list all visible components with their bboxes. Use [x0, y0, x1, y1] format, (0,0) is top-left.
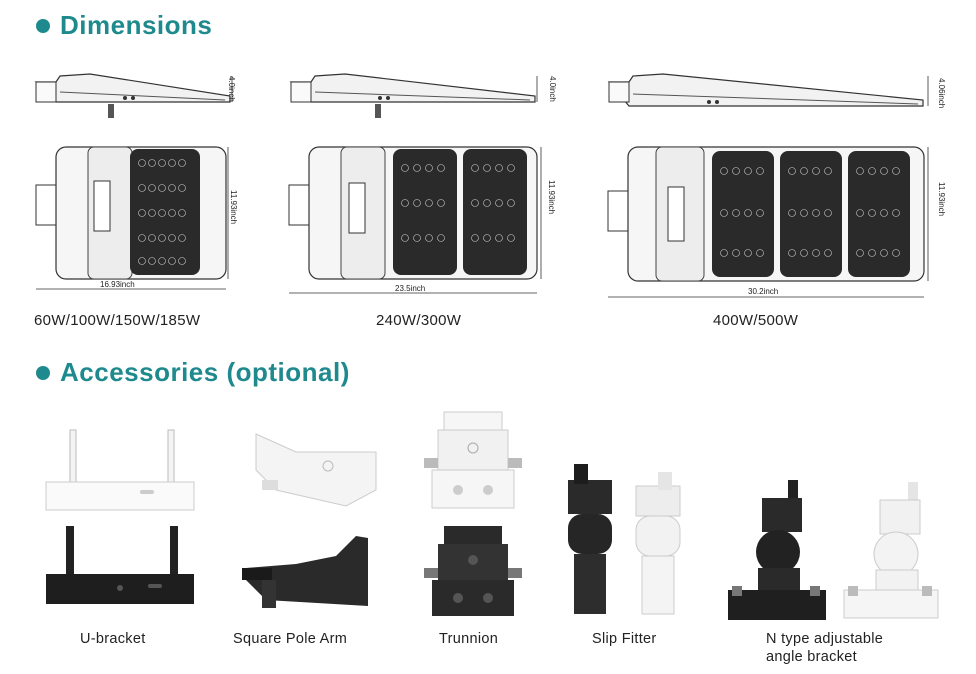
dimensions-title: Dimensions: [60, 10, 213, 40]
accessories-heading: Accessories (optional): [36, 357, 350, 388]
u-bracket-image: [45, 429, 195, 604]
model-1-caption: 60W/100W/150W/185W: [34, 312, 201, 329]
model-2-width-dim: 23.5inch: [395, 284, 426, 293]
bullet-icon: [36, 18, 50, 33]
model-1-side-view: [34, 73, 233, 118]
square-pole-arm-image: [242, 433, 377, 608]
n-type-bracket-image: [728, 480, 939, 620]
accessories-title: Accessories (optional): [60, 357, 350, 387]
model-2-caption: 240W/300W: [376, 312, 462, 329]
model-1-depth-dim: 11.93inch: [229, 190, 238, 225]
model-2-side-view: [289, 73, 538, 118]
u-bracket-label: U-bracket: [80, 631, 146, 647]
n-type-bracket-label-line1: N type adjustable: [766, 631, 884, 647]
model-3-top-view: [607, 146, 929, 298]
n-type-bracket-label: N type adjustable angle bracket: [766, 630, 883, 666]
model-3-height-dim: 4.06inch: [937, 78, 946, 109]
slip-fitter-image: [568, 464, 681, 615]
model-2-top-view: [288, 146, 542, 294]
model-3-caption: 400W/500W: [713, 312, 799, 329]
model-3-depth-dim: 11.93inch: [937, 182, 946, 217]
model-1-top-view: [35, 146, 229, 290]
square-pole-arm-label: Square Pole Arm: [233, 631, 348, 647]
model-1-height-dim: 4.0inch: [227, 76, 236, 102]
dimensions-heading: Dimensions: [36, 10, 212, 41]
model-3-width-dim: 30.2inch: [748, 287, 779, 296]
model-2-height-dim: 4.0inch: [548, 76, 557, 102]
slip-fitter-label: Slip Fitter: [592, 631, 657, 647]
model-1-width-dim: 16.93inch: [100, 280, 135, 289]
model-3-side-view: [607, 73, 929, 107]
bullet-icon: [36, 365, 50, 380]
trunnion-label: Trunnion: [439, 631, 499, 647]
model-2-depth-dim: 11.93inch: [547, 180, 556, 215]
n-type-bracket-label-line2: angle bracket: [766, 649, 857, 665]
trunnion-image: [424, 411, 522, 616]
